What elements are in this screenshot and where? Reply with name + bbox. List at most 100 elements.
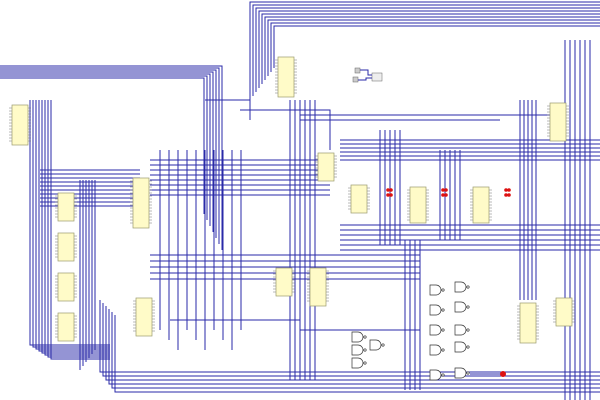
wire <box>261 13 600 84</box>
wire <box>108 309 600 385</box>
ic-chip <box>55 232 77 262</box>
chip-body <box>350 184 368 214</box>
chip-body <box>309 267 327 307</box>
wire <box>0 77 205 214</box>
wire <box>258 10 600 88</box>
wire <box>267 19 600 76</box>
wire <box>32 100 110 348</box>
ic-components <box>9 56 575 344</box>
ic-chip <box>55 192 77 222</box>
logic-gate <box>454 367 467 379</box>
logic-gate <box>369 339 382 351</box>
logic-gate <box>429 284 442 296</box>
wire <box>111 312 600 389</box>
wire <box>0 75 208 220</box>
wire <box>44 100 110 356</box>
ic-chip <box>547 102 569 142</box>
probe-led <box>504 188 508 192</box>
gate-output-bubble <box>381 343 385 347</box>
wire <box>0 69 217 238</box>
wire <box>205 99 331 150</box>
ic-chip <box>315 152 337 182</box>
logic-gate <box>429 344 442 356</box>
probe-dot <box>500 371 506 377</box>
ic-chip <box>130 177 152 229</box>
ic-chip <box>307 267 329 307</box>
gate-output-bubble <box>466 371 470 375</box>
gate-output-bubble <box>441 308 445 312</box>
wire <box>35 100 110 350</box>
input-switch-block[interactable] <box>352 67 383 83</box>
probe-led <box>507 193 511 197</box>
wire <box>170 319 420 331</box>
logic-gate <box>429 369 442 381</box>
probe-led <box>441 193 445 197</box>
chip-body <box>317 152 335 182</box>
probe-led <box>441 188 445 192</box>
logic-gate <box>454 324 467 336</box>
ic-chip <box>517 302 539 344</box>
chip-body <box>519 302 537 344</box>
chip-body <box>275 267 293 297</box>
wire <box>38 100 110 352</box>
wire <box>0 71 214 232</box>
chip-body <box>57 272 75 302</box>
wire <box>264 16 600 80</box>
ic-chip <box>348 184 370 214</box>
wire <box>270 22 600 72</box>
logic-gate <box>454 281 467 293</box>
logic-gate <box>429 324 442 336</box>
wire <box>47 100 110 358</box>
gate-output-bubble <box>466 345 470 349</box>
chip-body <box>409 186 427 224</box>
ic-chip <box>55 312 77 342</box>
chip-body <box>57 232 75 262</box>
gate-output-bubble <box>466 328 470 332</box>
logic-gate <box>454 301 467 313</box>
probe-led <box>386 193 390 197</box>
gate-output-bubble <box>466 305 470 309</box>
ic-chip <box>553 297 575 327</box>
ic-chip <box>133 297 155 337</box>
probe-led <box>504 193 508 197</box>
ic-chip <box>407 186 429 224</box>
wire <box>252 4 600 96</box>
chip-body <box>132 177 150 229</box>
gate-output-bubble <box>441 288 445 292</box>
chip-body <box>555 297 573 327</box>
wire <box>249 1 600 100</box>
logic-gate <box>429 304 442 316</box>
gate-output-bubble <box>363 348 367 352</box>
chip-body <box>57 312 75 342</box>
probe-led <box>507 188 511 192</box>
wire <box>0 65 223 250</box>
gate-output-bubble <box>363 361 367 365</box>
probe-led <box>389 188 393 192</box>
gate-output-bubble <box>441 348 445 352</box>
probe-led <box>389 193 393 197</box>
logic-gates <box>351 281 470 381</box>
gate-output-bubble <box>466 285 470 289</box>
wire <box>255 7 600 92</box>
chip-body <box>549 102 567 142</box>
probe-led <box>444 188 448 192</box>
chip-body <box>277 56 295 98</box>
probe-markers <box>386 188 511 377</box>
wire <box>300 114 560 121</box>
gate-output-bubble <box>441 373 445 377</box>
wire <box>41 100 110 354</box>
logic-gate <box>351 357 364 369</box>
ic-chip <box>273 267 295 297</box>
ic-chip <box>470 186 492 224</box>
chip-body <box>57 192 75 222</box>
wire <box>273 25 600 68</box>
wire <box>114 315 600 393</box>
ic-chip <box>55 272 77 302</box>
gate-output-bubble <box>363 335 367 339</box>
probe-led <box>386 188 390 192</box>
ic-chip <box>9 104 31 146</box>
ic-chip <box>275 56 297 98</box>
